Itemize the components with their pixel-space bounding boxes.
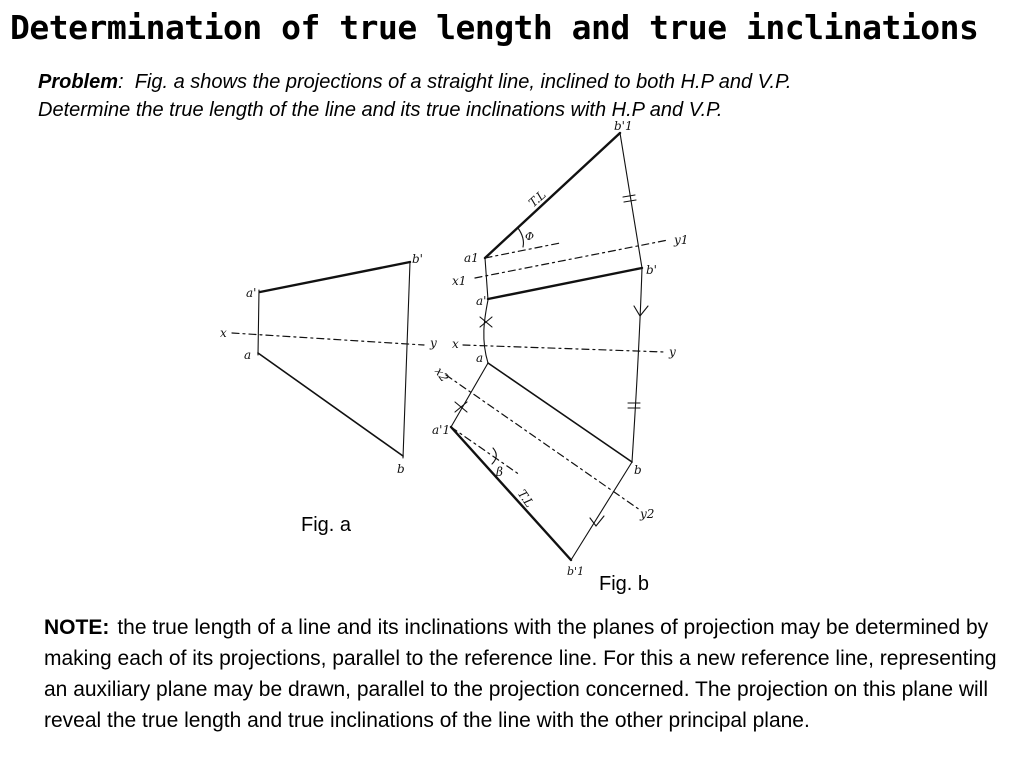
fig-b-true-length-upper xyxy=(483,131,622,260)
fig-b-label-x: x xyxy=(452,337,459,351)
fig-b-label-y2: y2 xyxy=(639,507,654,521)
fig-a-projector-a xyxy=(257,289,260,356)
fig-b-caption: Fig. b xyxy=(599,573,650,595)
fig-b-beta-ref-line xyxy=(450,426,521,476)
fig-b-x1y1-line xyxy=(474,239,669,279)
fig-b-label-y1: y1 xyxy=(673,233,688,247)
problem-label: Problem xyxy=(38,71,119,93)
fig-a-projector-b xyxy=(402,261,411,459)
fig-b-phi-arc xyxy=(517,227,524,248)
fig-b-beta-arc xyxy=(491,447,497,465)
fig-b-label-b: b xyxy=(634,463,642,477)
fig-b-equal-marks xyxy=(454,194,649,527)
fig-a-label-b-prime: b' xyxy=(412,252,423,266)
fig-b-label-phi: Φ xyxy=(525,230,534,243)
fig-b-label-a1: a1 xyxy=(464,251,479,265)
fig-a-label-a-prime: a' xyxy=(246,286,256,300)
fig-b-projector-a1 xyxy=(484,257,489,301)
fig-b-top-view-line xyxy=(487,362,633,463)
fig-a-xy-line xyxy=(231,332,425,346)
fig-b-label-a: a xyxy=(476,351,483,365)
fig-b-label-b1: b'1 xyxy=(567,565,584,578)
fig-b-projector-a-a1prime xyxy=(450,362,489,428)
fig-b-label-a-prime: a' xyxy=(476,294,486,308)
problem-separator: : xyxy=(118,71,124,93)
fig-b-label-x2: x2 xyxy=(432,365,452,385)
problem-text: Fig. a shows the projections of a straig… xyxy=(38,71,792,121)
fig-b-phi-ref-line xyxy=(484,242,561,259)
fig-b-label-beta: β xyxy=(495,465,503,479)
fig-b-projector-a-vertical xyxy=(483,299,489,364)
fig-a-top-view-line xyxy=(257,352,404,457)
fig-a-caption: Fig. a xyxy=(301,514,352,536)
fig-b-label-x1: x1 xyxy=(452,274,466,288)
figure-b: b'1 T.L Φ a1 y1 b' x1 a' x y a x2 a'1 β … xyxy=(432,119,688,578)
fig-b-front-view-line xyxy=(486,266,644,301)
fig-b-xy-line xyxy=(462,344,666,353)
note-paragraph: NOTE:the true length of a line and its i… xyxy=(44,612,1004,736)
slide-title: Determination of true length and true in… xyxy=(10,8,979,47)
fig-a-front-view-line xyxy=(258,260,412,294)
fig-a-label-a: a xyxy=(244,348,251,362)
fig-b-label-b-prime: b' xyxy=(646,263,657,277)
fig-b-projector-b-b1 xyxy=(570,461,633,561)
fig-b-label-y: y xyxy=(668,345,676,359)
fig-b-true-length-lower xyxy=(449,425,573,562)
fig-b-projector-b-vertical xyxy=(631,267,643,463)
fig-b-label-a1-prime: a'1 xyxy=(432,423,450,437)
fig-a-label-y: y xyxy=(429,336,437,350)
fig-b-label-tl-upper: T.L xyxy=(526,188,549,210)
fig-a-label-b: b xyxy=(397,462,405,476)
figure-a: a' b' x y a b xyxy=(220,252,437,476)
fig-a-label-x: x xyxy=(220,326,227,340)
note-label: NOTE: xyxy=(44,616,110,639)
fig-b-x2y2-line xyxy=(445,374,641,511)
problem-statement: Problem: Fig. a shows the projections of… xyxy=(38,68,878,124)
fig-b-label-tl-lower: T.L xyxy=(515,487,537,510)
fig-b-label-b1-prime: b'1 xyxy=(614,119,633,133)
note-text: the true length of a line and its inclin… xyxy=(44,616,997,732)
